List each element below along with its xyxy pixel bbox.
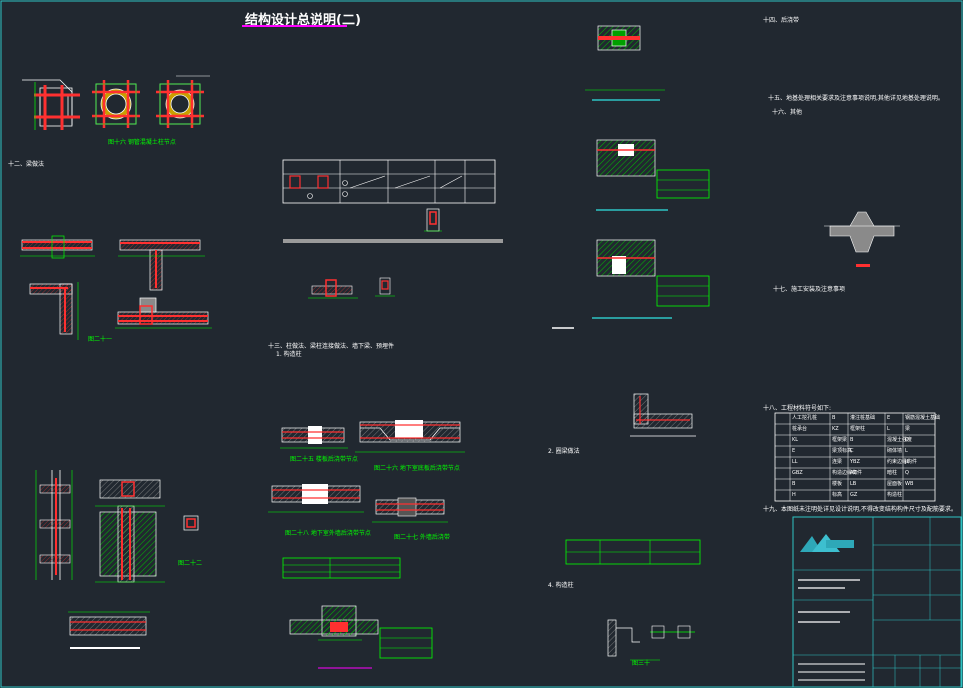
material-table-cell: 混凝土强度	[887, 437, 913, 443]
caption-fig26: 图二十六 地下室底板后浇带节点	[374, 465, 460, 472]
material-table-cell: 约束边缘构件	[887, 459, 918, 465]
divider-bar	[283, 239, 503, 243]
material-table-cell: 梁	[905, 426, 911, 432]
schedule-table	[282, 159, 496, 204]
section-2-label: 2. 圈梁做法	[548, 448, 580, 455]
material-table-cell: Q	[905, 470, 909, 476]
section-13-label: 十三、柱做法、梁柱连接做法、墙下梁、预埋件	[268, 343, 395, 350]
material-table-cell: E	[887, 415, 891, 421]
section-16-label: 十六、其他	[772, 109, 803, 116]
material-table-cell: LL	[792, 459, 798, 465]
figure-16-column-nodes	[22, 75, 210, 130]
constructional-column-detail	[308, 277, 395, 299]
material-table-cell: WB	[905, 481, 914, 487]
material-table-cell: H	[792, 492, 796, 498]
title-block	[792, 516, 962, 688]
detail-top-2	[596, 139, 710, 211]
figure-small-wall-detail	[607, 619, 695, 661]
figure-22-column	[35, 470, 199, 583]
section-14-label: 十四、后浇带	[763, 17, 800, 24]
title-underline	[242, 25, 347, 27]
company-logo	[800, 534, 854, 552]
material-table-cell: 灌注桩基础	[850, 415, 876, 421]
figure-26-basement-band	[355, 420, 465, 453]
material-table-cell: 人工挖孔桩	[792, 415, 818, 421]
section-12-label: 十二、梁做法	[8, 161, 45, 168]
sheet-title: 结构设计总说明(二)	[245, 13, 361, 28]
figure-27-exterior-band	[372, 497, 448, 523]
caption-fig28: 图二十八 地下室外墙后浇带节点	[285, 530, 371, 537]
material-table-cell: D	[905, 437, 909, 443]
material-table-cell: 屋面板	[887, 481, 903, 487]
material-table-grid	[774, 412, 936, 502]
material-table-cell: 钢筋混凝土基础	[905, 415, 941, 421]
material-table-cell: 楼板	[832, 481, 843, 487]
detail-top-3	[552, 239, 710, 329]
material-table-cell: B	[832, 415, 836, 421]
green-table-mid	[282, 557, 401, 579]
beam-details	[20, 235, 212, 340]
section-13-sub-label: 1. 构造柱	[276, 351, 302, 358]
section-15-label: 十五、地基处理相关要求及注意事项说明,其他详见地基处理说明。	[768, 95, 944, 102]
material-table-cell: 梁顶标高	[832, 448, 853, 454]
caption-fig16: 图十六 钢管混凝土柱节点	[108, 139, 176, 146]
material-table-cell: 构造柱	[887, 492, 903, 498]
section-17-label: 十七、施工安装及注意事项	[773, 286, 846, 293]
figure-30-joint	[289, 605, 433, 669]
caption-fig25: 图二十五 楼板后浇带节点	[290, 456, 358, 463]
bottom-left-slab	[68, 611, 150, 649]
figure-25-floor-band	[280, 426, 348, 449]
ring-beam-detail	[630, 393, 696, 437]
material-table-cell: JL	[905, 459, 910, 465]
material-table-cell: YBZ	[850, 459, 860, 465]
caption-fig21: 图二十一	[88, 336, 113, 343]
material-table-cell: L	[905, 448, 908, 454]
material-table-cell: KZ	[832, 426, 839, 432]
material-table-cell: 连梁	[832, 459, 843, 465]
section-4-label: 4. 构造柱	[548, 582, 574, 589]
material-table-cell: L	[887, 426, 890, 432]
material-table-cell: GZ	[850, 492, 858, 498]
caption-fig30: 图三十	[632, 660, 651, 667]
section-19-label: 十九、本图纸未注明处详见设计说明,不得改变结构构件尺寸及配筋要求。	[763, 506, 957, 513]
material-table-cell: 标高	[832, 492, 843, 498]
material-table-cell: AZ	[850, 470, 857, 476]
material-table-cell: 砌体墙	[887, 448, 903, 454]
material-table-cell: 桩承台	[792, 426, 808, 432]
material-table-cell: 框架梁	[832, 437, 848, 443]
figure-28-wall-band	[268, 484, 364, 513]
material-table-cell: E	[792, 448, 796, 454]
material-table-cell: B	[792, 481, 796, 487]
bottom-center-table	[565, 539, 701, 565]
material-table-cell: GBZ	[792, 470, 803, 476]
caption-fig22: 图二十二	[178, 560, 203, 567]
material-table-cell: B	[850, 437, 854, 443]
small-column-detail	[424, 208, 442, 232]
material-table-cell: LB	[850, 481, 857, 487]
section-18-label: 十八、工程材料符号如下:	[763, 405, 832, 412]
detail-top-1	[585, 25, 665, 101]
material-table-cell: C	[850, 448, 854, 454]
anchor-plate-detail	[824, 211, 900, 267]
material-table-cell: KL	[792, 437, 799, 443]
material-table-cell: 框架柱	[850, 426, 866, 432]
material-table-cell: 暗柱	[887, 470, 898, 476]
caption-fig27: 图二十七 外墙后浇带	[394, 534, 450, 541]
material-table-cell: 构造边缘构件	[832, 470, 863, 476]
